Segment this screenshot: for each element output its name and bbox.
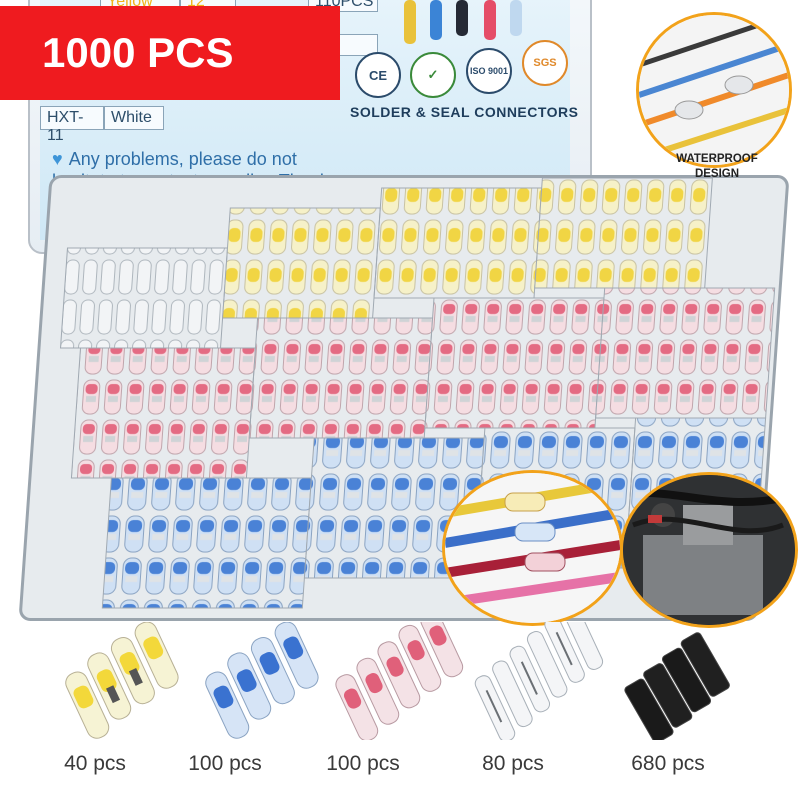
lid-title: SOLDER & SEAL CONNECTORS [350,104,579,120]
wire-splice-icon [445,473,620,623]
black-heat-shrink-bundle [624,632,730,740]
table-cell: HXT-11 [40,106,104,144]
connector-closeup-icon [639,15,789,165]
organizer-tray [18,175,790,621]
quantity-badge: 1000 PCS [0,6,340,100]
wire-connection-closeup [442,470,623,626]
rohs-icon: ✓ [410,52,456,98]
table-cell: White [104,106,164,130]
bundle-label: 100 pcs [326,752,400,775]
bundle-label: 680 pcs [631,752,705,775]
iso-9001-icon: ISO 9001 [466,48,512,94]
engine-icon [623,475,795,625]
tray-compartments [59,178,776,609]
waterproof-caption: WATERPROOF DESIGN [676,153,758,180]
engine-application-photo [620,472,798,628]
waterproof-closeup [636,12,792,168]
yellow-connector-bundle [65,622,179,739]
lid-connector-strip [404,0,522,44]
red-connector-bundle [335,622,464,740]
sgs-icon: SGS [522,40,568,86]
bundle-label: 40 pcs [64,752,126,775]
clear-connector-bundle [474,622,604,740]
bundle-label: 100 pcs [188,752,262,775]
bundle-label: 80 pcs [482,752,544,775]
blue-connector-bundle [205,622,319,739]
heart-icon: ♥ [52,149,63,169]
ce-mark-icon: CE [355,52,401,98]
